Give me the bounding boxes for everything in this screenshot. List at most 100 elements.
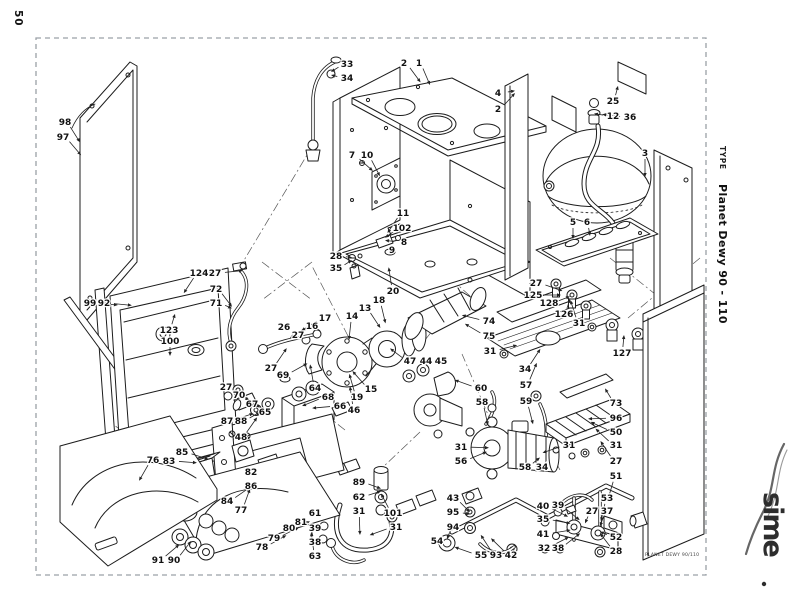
part-label-34: 34 bbox=[519, 365, 532, 375]
part-label-54: 54 bbox=[431, 537, 444, 547]
part-label-27: 27 bbox=[209, 269, 222, 279]
part-label-27: 27 bbox=[530, 279, 543, 289]
part-label-70: 70 bbox=[233, 391, 246, 401]
part-label-43: 43 bbox=[447, 494, 460, 504]
part-label-28: 28 bbox=[610, 547, 623, 557]
part-label-32: 32 bbox=[538, 544, 551, 554]
part-label-91: 91 bbox=[152, 556, 165, 566]
part-label-79: 79 bbox=[268, 534, 281, 544]
part-label-17: 17 bbox=[319, 314, 332, 324]
part-label-41: 41 bbox=[537, 530, 550, 540]
part-label-34: 34 bbox=[341, 74, 354, 84]
part-label-39: 39 bbox=[309, 524, 322, 534]
part-label-93: 93 bbox=[490, 551, 503, 561]
part-label-78: 78 bbox=[256, 543, 269, 553]
hydraulic-manifold bbox=[438, 483, 648, 558]
part-label-33: 33 bbox=[341, 60, 354, 70]
part-label-45: 45 bbox=[435, 357, 448, 367]
part-label-71: 71 bbox=[210, 299, 223, 309]
part-label-14: 14 bbox=[346, 312, 359, 322]
part-label-69: 69 bbox=[277, 371, 290, 381]
part-label-31: 31 bbox=[390, 523, 403, 533]
part-label-90: 90 bbox=[168, 556, 181, 566]
part-label-89: 89 bbox=[353, 478, 366, 488]
part-label-1: 1 bbox=[416, 59, 422, 69]
part-label-96: 96 bbox=[610, 414, 623, 424]
fan-assembly bbox=[301, 287, 487, 388]
part-label-63: 63 bbox=[309, 552, 322, 562]
part-label-28: 28 bbox=[330, 252, 343, 262]
part-label-52: 52 bbox=[610, 533, 623, 543]
part-label-58: 58 bbox=[476, 398, 489, 408]
part-label-64: 64 bbox=[309, 384, 322, 394]
part-label-94: 94 bbox=[447, 523, 460, 533]
part-label-25: 25 bbox=[607, 97, 620, 107]
part-label-39: 39 bbox=[552, 501, 565, 511]
part-label-44: 44 bbox=[420, 357, 433, 367]
part-label-101: 101 bbox=[384, 509, 403, 519]
part-label-65: 65 bbox=[259, 408, 272, 418]
part-label-12: 12 bbox=[607, 112, 620, 122]
part-label-66: 66 bbox=[334, 402, 347, 412]
part-label-10: 10 bbox=[361, 151, 374, 161]
part-label-11: 11 bbox=[397, 209, 410, 219]
drawing-reference: PLANET DEWY 90/110 bbox=[645, 553, 700, 558]
part-label-53: 53 bbox=[601, 494, 614, 504]
part-label-31: 31 bbox=[610, 441, 623, 451]
return-pipes bbox=[318, 458, 437, 565]
part-label-27: 27 bbox=[610, 457, 623, 467]
part-label-2: 2 bbox=[401, 59, 407, 69]
part-label-88: 88 bbox=[235, 417, 248, 427]
expansion-vessel bbox=[542, 98, 652, 245]
part-label-51: 51 bbox=[610, 472, 623, 482]
part-label-7: 7 bbox=[349, 151, 355, 161]
part-label-16: 16 bbox=[306, 322, 319, 332]
part-label-127: 127 bbox=[613, 349, 632, 359]
diagram-frame bbox=[35, 37, 707, 576]
part-label-55: 55 bbox=[475, 551, 488, 561]
part-label-36: 36 bbox=[624, 113, 637, 123]
part-label-73: 73 bbox=[610, 399, 623, 409]
part-label-74: 74 bbox=[483, 317, 496, 327]
part-label-46: 46 bbox=[348, 406, 361, 416]
part-label-87: 87 bbox=[221, 417, 234, 427]
part-label-62: 62 bbox=[353, 493, 366, 503]
type-label: TYPE bbox=[718, 146, 727, 170]
part-label-124: 124 bbox=[190, 269, 209, 279]
part-label-3: 3 bbox=[642, 149, 648, 159]
part-label-92: 92 bbox=[98, 299, 111, 309]
part-label-125: 125 bbox=[524, 291, 543, 301]
part-label-31: 31 bbox=[353, 507, 366, 517]
part-label-18: 18 bbox=[373, 296, 386, 306]
insulation-panels bbox=[63, 267, 237, 467]
part-label-123: 123 bbox=[160, 326, 179, 336]
part-label-27: 27 bbox=[586, 507, 599, 517]
burner bbox=[535, 217, 659, 267]
part-label-31: 31 bbox=[455, 443, 468, 453]
filling-pipe bbox=[305, 56, 342, 162]
part-label-60: 60 bbox=[475, 384, 488, 394]
part-label-27: 27 bbox=[265, 364, 278, 374]
part-label-34: 34 bbox=[536, 463, 549, 473]
part-label-8: 8 bbox=[401, 238, 407, 248]
sime-logo: sime bbox=[740, 436, 796, 594]
part-label-61: 61 bbox=[309, 509, 322, 519]
part-label-95: 95 bbox=[447, 508, 460, 518]
venturi-mixer bbox=[402, 363, 475, 439]
part-label-68: 68 bbox=[322, 393, 335, 403]
part-label-38: 38 bbox=[552, 544, 565, 554]
part-label-31: 31 bbox=[563, 441, 576, 451]
front-door bbox=[59, 415, 218, 567]
pilot-pipes bbox=[225, 261, 322, 396]
part-label-126: 126 bbox=[555, 310, 574, 320]
part-label-59: 59 bbox=[520, 397, 533, 407]
model-name: Planet Dewy 90 - 110 bbox=[716, 183, 729, 324]
logo-swoosh-icon bbox=[744, 442, 788, 587]
part-label-99: 99 bbox=[84, 299, 97, 309]
part-label-72: 72 bbox=[210, 285, 223, 295]
part-label-84: 84 bbox=[221, 497, 234, 507]
part-label-27: 27 bbox=[220, 383, 233, 393]
part-label-75: 75 bbox=[483, 332, 496, 342]
part-label-77: 77 bbox=[235, 506, 248, 516]
